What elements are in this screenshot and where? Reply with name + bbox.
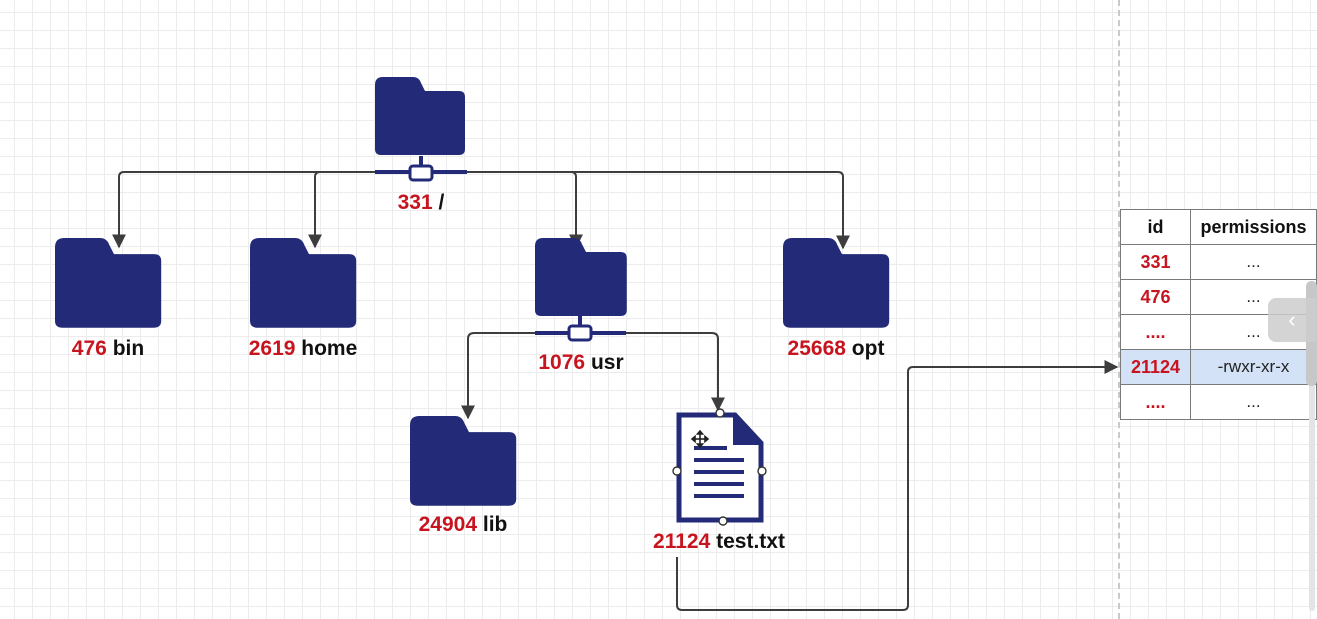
- folder-icon[interactable]: [55, 238, 162, 328]
- cell-permissions[interactable]: -rwxr-xr-x: [1189, 349, 1317, 385]
- node-name: /: [438, 191, 445, 214]
- cell-id[interactable]: ....: [1120, 384, 1191, 420]
- chevron-left-icon: ‹: [1288, 307, 1296, 332]
- node-id: 21124: [653, 530, 711, 553]
- node-label-home: 2619 home: [249, 338, 358, 359]
- node-name: usr: [590, 351, 624, 374]
- node-name: test.txt: [716, 530, 785, 553]
- table-header-row: id permissions: [1120, 209, 1317, 245]
- column-header-id[interactable]: id: [1120, 209, 1191, 245]
- connector-file-table: [676, 360, 1119, 611]
- usr-connector-handle[interactable]: [535, 316, 626, 342]
- connector-root-home: [308, 171, 421, 249]
- cell-id[interactable]: 476: [1120, 279, 1191, 315]
- cell-id[interactable]: 21124: [1120, 349, 1191, 385]
- panel-divider: [1118, 0, 1120, 619]
- root-connectors: [112, 171, 850, 250]
- table-row[interactable]: 331 ...: [1120, 244, 1317, 280]
- connector-usr-file: [580, 332, 725, 412]
- connector-root-opt: [421, 171, 850, 250]
- node-label-opt: 25668 opt: [788, 338, 885, 359]
- connector-root-bin: [112, 171, 421, 249]
- table-row[interactable]: .... ...: [1120, 314, 1317, 350]
- node-id: 2619: [248, 337, 296, 360]
- table-row-selected[interactable]: 21124 -rwxr-xr-x: [1120, 349, 1317, 385]
- node-id: 25668: [787, 337, 846, 360]
- file-icon[interactable]: [676, 412, 764, 523]
- folder-icon[interactable]: [250, 238, 357, 328]
- connector-usr-lib: [461, 332, 580, 420]
- move-cursor-icon: [690, 429, 710, 449]
- cell-permissions[interactable]: ...: [1189, 384, 1317, 420]
- node-name: bin: [112, 337, 145, 360]
- node-label-file: 21124 test.txt: [653, 531, 785, 552]
- collapse-panel-button[interactable]: ‹: [1268, 298, 1316, 342]
- root-connector-handle[interactable]: [375, 156, 467, 182]
- selection-handles[interactable]: [672, 408, 767, 526]
- cell-id[interactable]: ....: [1120, 314, 1191, 350]
- node-label-root: 331 /: [398, 192, 445, 213]
- table-row[interactable]: .... ...: [1120, 384, 1317, 420]
- folder-icon[interactable]: [783, 238, 890, 328]
- folder-icon[interactable]: [410, 416, 517, 506]
- node-name: lib: [482, 513, 508, 536]
- folder-icon[interactable]: [535, 238, 627, 316]
- scrollbar-track[interactable]: [1309, 281, 1315, 611]
- node-id: 331: [397, 191, 433, 214]
- cell-permissions[interactable]: ...: [1189, 244, 1317, 280]
- column-header-permissions[interactable]: permissions: [1189, 209, 1317, 245]
- table-row[interactable]: 476 ...: [1120, 279, 1317, 315]
- usr-connectors: [461, 332, 725, 420]
- folder-icon[interactable]: [375, 77, 465, 155]
- cell-id[interactable]: 331: [1120, 244, 1191, 280]
- permissions-table[interactable]: id permissions 331 ... 476 ... .... ... …: [1120, 209, 1317, 420]
- node-id: 24904: [418, 513, 478, 536]
- node-name: home: [301, 337, 358, 360]
- node-name: opt: [851, 337, 885, 360]
- node-label-bin: 476 bin: [72, 338, 144, 359]
- node-id: 1076: [538, 351, 586, 374]
- node-label-lib: 24904 lib: [419, 514, 508, 535]
- node-label-usr: 1076 usr: [538, 352, 623, 373]
- node-id: 476: [71, 337, 107, 360]
